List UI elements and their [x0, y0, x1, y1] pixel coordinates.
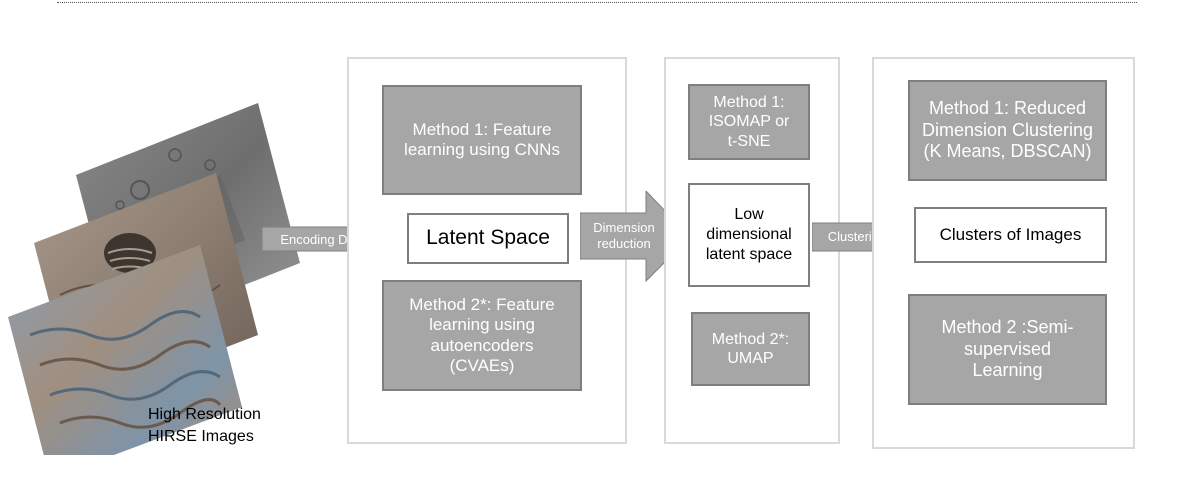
- input-caption: High Resolution HIRSE Images: [148, 404, 261, 447]
- dimension-reduction-label: Dimension reduction: [584, 220, 664, 251]
- dimension-label-line-2: reduction: [597, 235, 651, 251]
- clustering-arrow-label: Clustering: [827, 229, 887, 244]
- feature-method1-box: Method 1: Feature learning using CNNs: [382, 85, 582, 195]
- latent-space-box: Latent Space: [407, 213, 569, 264]
- clustering-method1-box: Method 1: Reduced Dimension Clustering (…: [908, 80, 1107, 181]
- caption-line-2: HIRSE Images: [148, 427, 254, 445]
- hirse-image-stack: [8, 103, 300, 455]
- mars-image-front: [8, 245, 242, 455]
- dimension-label-line-1: Dimension: [593, 220, 655, 235]
- top-dotted-border: [57, 0, 1137, 3]
- clustering-method2-box: Method 2 :Semi-supervised Learning: [908, 294, 1107, 405]
- caption-line-1: High Resolution: [148, 406, 261, 423]
- low-dimensional-box: Low dimensional latent space: [688, 183, 810, 287]
- encoding-arrow-label: Encoding Data: [280, 232, 366, 247]
- reduction-method2-box: Method 2*: UMAP: [691, 312, 810, 386]
- clusters-of-images-box: Clusters of Images: [914, 207, 1107, 263]
- feature-method2-box: Method 2*: Feature learning using autoen…: [382, 280, 582, 391]
- reduction-method1-box: Method 1: ISOMAP or t-SNE: [688, 84, 810, 160]
